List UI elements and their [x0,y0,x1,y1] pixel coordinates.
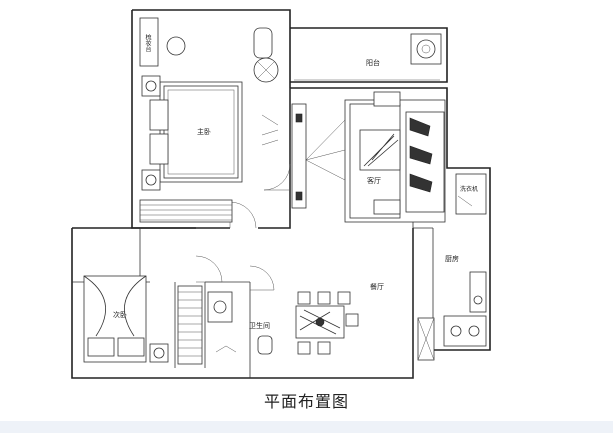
master-bedroom-furniture [139,17,279,223]
kitchen-furniture [417,173,487,361]
living-room-furniture [291,91,446,223]
footer-band [0,421,613,433]
second-bedroom-furniture [83,275,169,363]
dining-furniture [295,291,359,355]
balcony-furniture [294,33,442,81]
plan-caption: 平面布置图 [263,392,349,411]
bathroom-furniture [177,285,273,365]
door-swings [195,163,291,291]
walls [71,9,491,379]
